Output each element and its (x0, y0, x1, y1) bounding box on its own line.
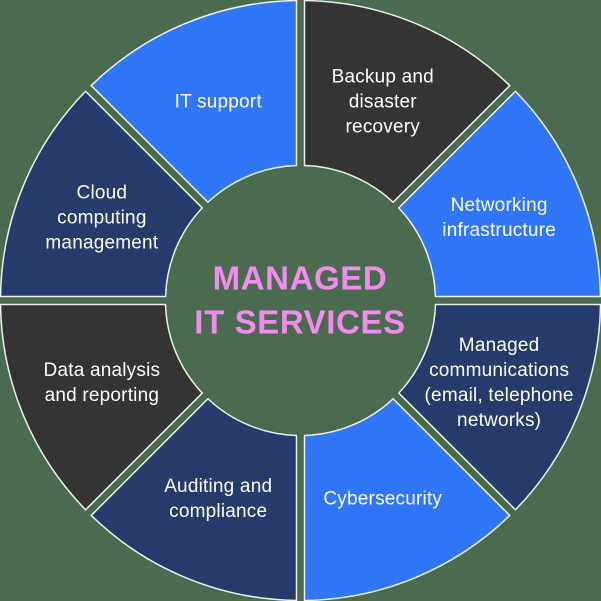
segment-label-data-analysis-and-reporting: Data analysis and reporting (43, 359, 161, 406)
diagram-title-line2: IT SERVICES (194, 303, 406, 340)
diagram-title-line1: MANAGED (212, 259, 388, 297)
segment-label-cybersecurity: Cybersecurity (323, 488, 443, 510)
segment-networking-infrastructure (398, 90, 601, 298)
segment-label-networking-infrastructure: Networking infrastructure (442, 195, 556, 242)
segment-label-cloud-computing-management: Cloud computing management (45, 182, 159, 254)
segment-cloud-computing-management (0, 90, 203, 298)
segment-auditing-and-compliance (90, 398, 298, 601)
diagram-title: MANAGED IT SERVICES (194, 256, 405, 343)
segment-label-auditing-and-compliance: Auditing and compliance (164, 476, 273, 523)
segment-backup-and-disaster-recovery (303, 0, 511, 203)
segment-cybersecurity (303, 398, 511, 601)
segment-it-support (90, 0, 298, 203)
segment-data-analysis-and-reporting (0, 303, 203, 511)
segment-managed-communications (398, 303, 601, 511)
segment-label-managed-communications: Managed communications (email, telephone… (424, 334, 574, 431)
segment-label-it-support: IT support (174, 91, 262, 113)
segment-label-backup-and-disaster-recovery: Backup and disaster recovery (331, 66, 434, 138)
